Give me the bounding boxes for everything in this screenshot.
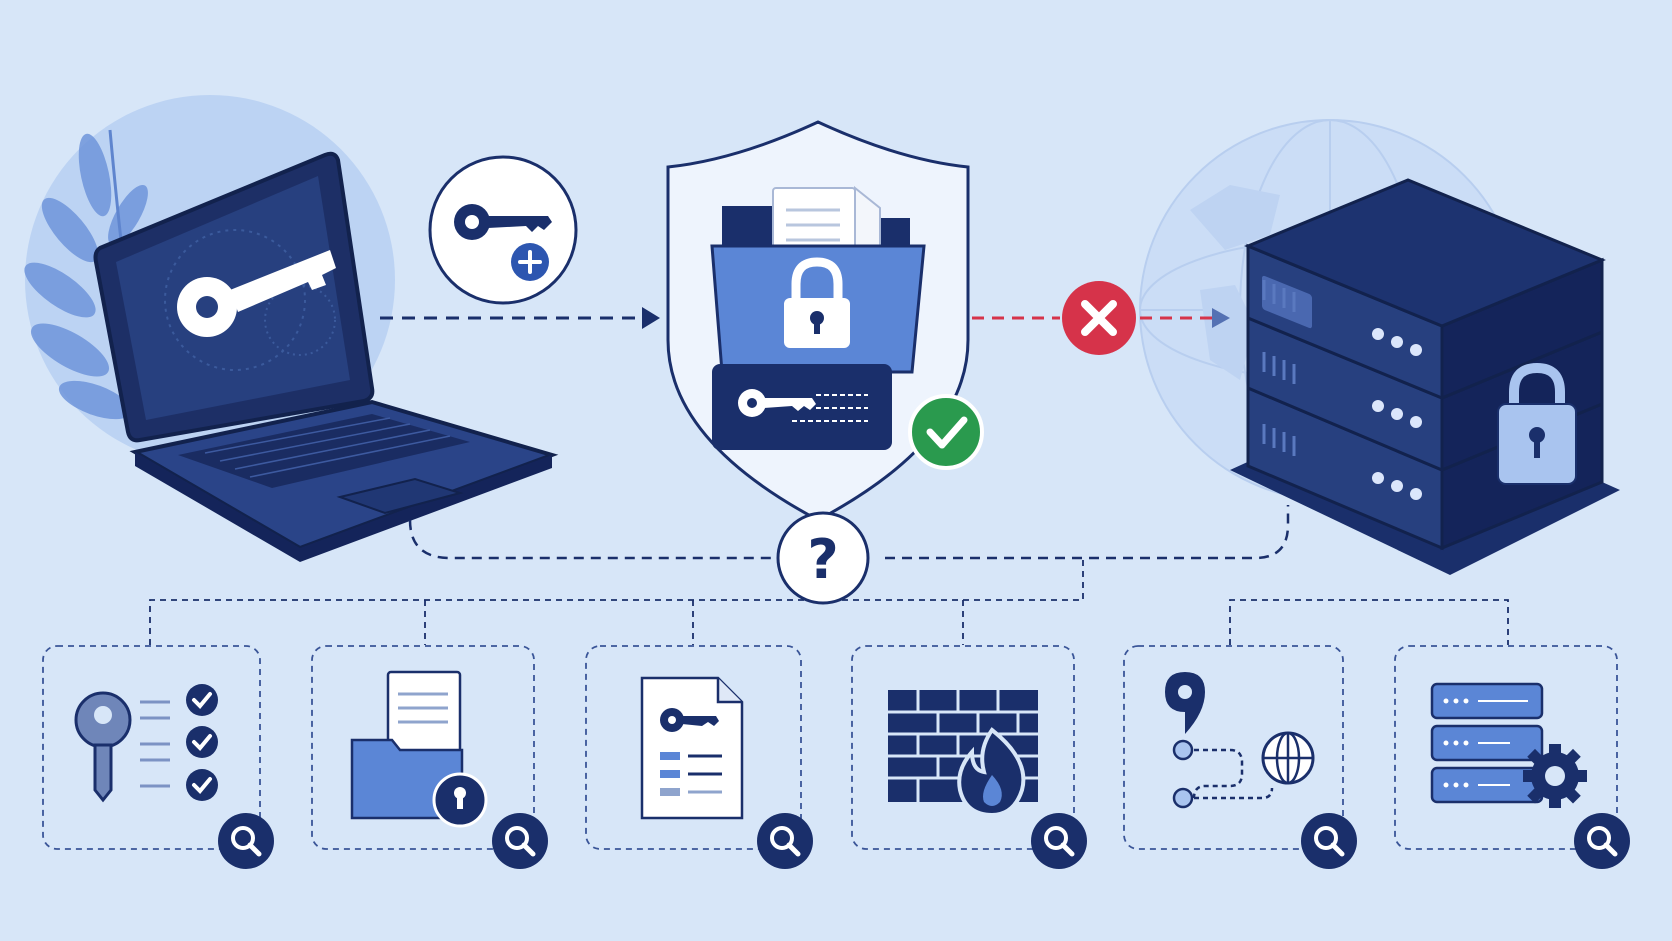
lower-connector-lines bbox=[408, 505, 1290, 560]
laptop-with-key-icon bbox=[93, 151, 559, 562]
panel-frames bbox=[42, 645, 1618, 850]
blocked-x-icon bbox=[1062, 281, 1136, 355]
search-icon[interactable] bbox=[1574, 813, 1630, 869]
search-icon[interactable] bbox=[757, 813, 813, 869]
gear-icon bbox=[1523, 744, 1587, 808]
panel-server-config[interactable] bbox=[1394, 645, 1618, 850]
firewall-icon bbox=[888, 690, 1038, 818]
leaf-decoration-icon bbox=[24, 129, 152, 441]
key-document-icon bbox=[640, 676, 744, 820]
search-buttons bbox=[218, 813, 1630, 869]
folder-document-lock-icon bbox=[350, 670, 488, 828]
shield-folder-lock-icon bbox=[666, 120, 970, 522]
panel-tree-lines bbox=[149, 560, 1509, 645]
question-badge[interactable]: ? bbox=[776, 511, 870, 605]
add-key-icon[interactable] bbox=[428, 155, 578, 305]
server-settings-icon bbox=[1430, 682, 1587, 808]
vault-to-server-arrow bbox=[972, 308, 1230, 328]
panel-firewall[interactable] bbox=[851, 645, 1075, 850]
client-to-vault-arrow bbox=[380, 307, 660, 329]
question-glyph: ? bbox=[807, 528, 838, 591]
location-network-icon bbox=[1165, 672, 1315, 809]
search-icon[interactable] bbox=[492, 813, 548, 869]
panel-key-document[interactable] bbox=[585, 645, 802, 850]
check-icon bbox=[908, 394, 984, 470]
panel-file-lock[interactable] bbox=[311, 645, 535, 850]
server-stack-lock-icon bbox=[1230, 178, 1620, 575]
search-icon[interactable] bbox=[218, 813, 274, 869]
key-checklist-icon bbox=[74, 684, 218, 803]
panel-key-audit[interactable] bbox=[42, 645, 261, 850]
panel-network-route[interactable] bbox=[1123, 645, 1344, 850]
search-icon[interactable] bbox=[1031, 813, 1087, 869]
search-icon[interactable] bbox=[1301, 813, 1357, 869]
